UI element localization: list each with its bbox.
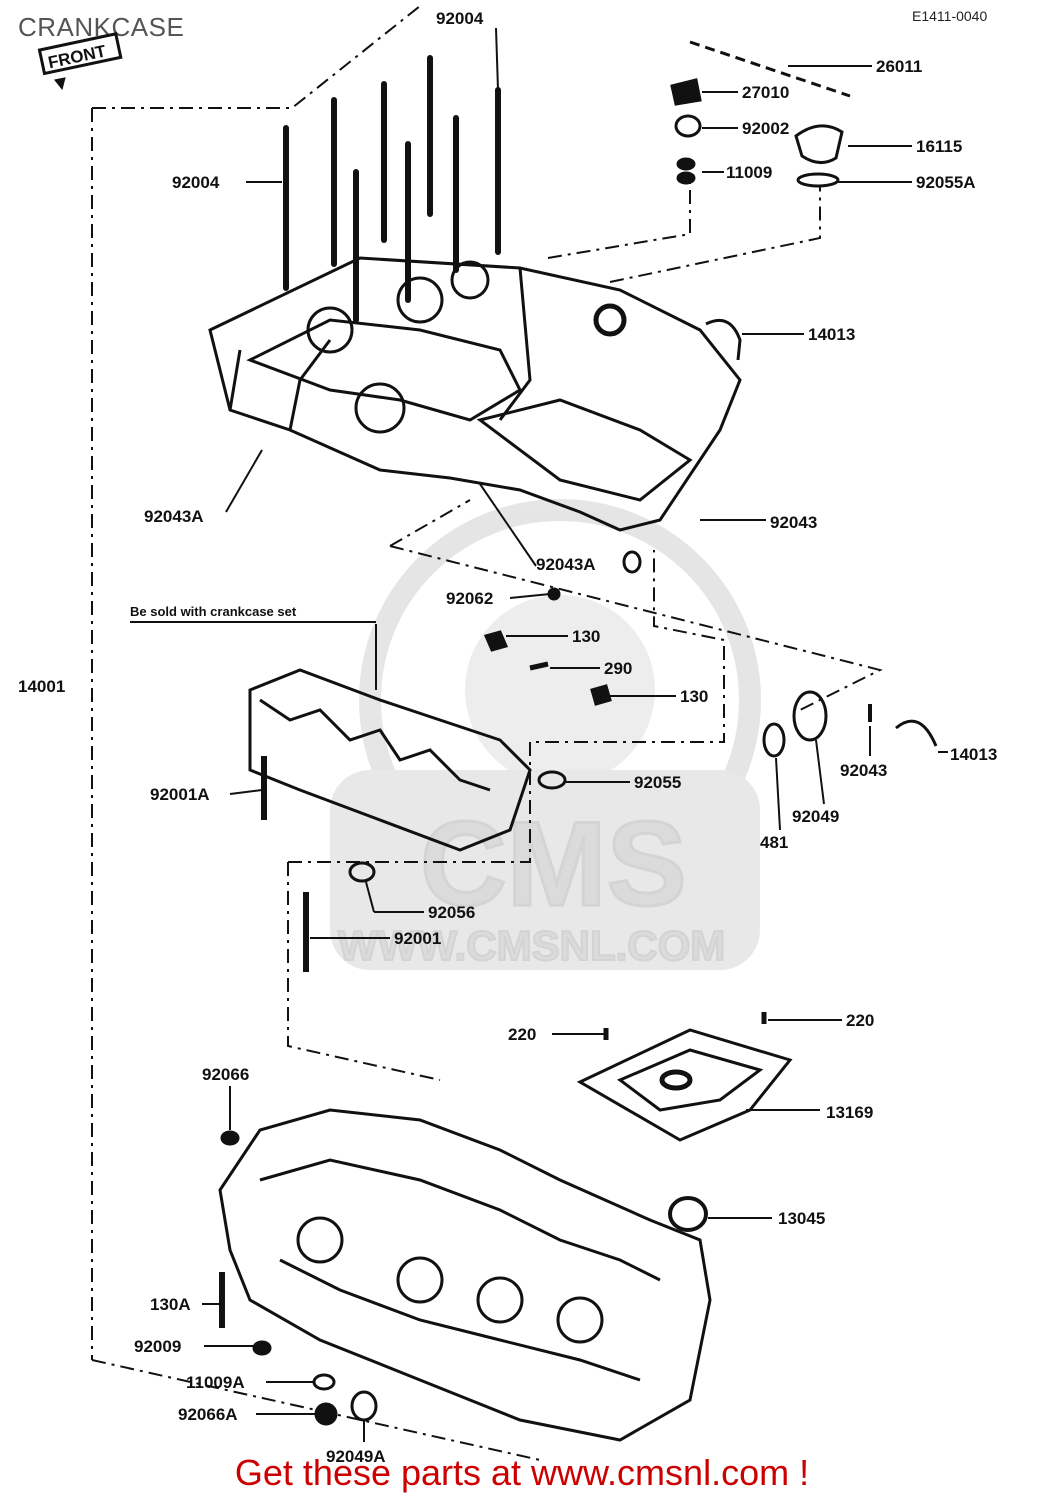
label-13169: 13169: [826, 1103, 873, 1122]
lower-crankcase: [218, 1108, 712, 1442]
assembly-outline-14001: [91, 5, 883, 1461]
footer-link[interactable]: Get these parts at www.cmsnl.com !: [234, 1452, 810, 1493]
label-14001: 14001: [18, 677, 65, 696]
label-92043A-left: 92043A: [144, 507, 204, 526]
label-92043A-mid: 92043A: [536, 555, 596, 574]
label-92001A: 92001A: [150, 785, 210, 804]
label-130-b: 130: [680, 687, 708, 706]
label-11009A: 11009A: [186, 1373, 245, 1392]
studs-92004: [283, 55, 501, 323]
watermark-url: WWW.CMSNL.COM: [338, 922, 725, 969]
label-92066A: 92066A: [178, 1405, 238, 1424]
label-92004-top: 92004: [436, 9, 484, 28]
label-27010: 27010: [742, 83, 789, 102]
crank-bearing-block: [248, 550, 642, 972]
small-parts-top: [670, 40, 851, 361]
label-26011: 26011: [876, 57, 922, 76]
watermark: CMS WWW.CMSNL.COM: [330, 499, 761, 970]
label-92049A: 92049A: [326, 1447, 386, 1466]
label-92055A: 92055A: [916, 173, 976, 192]
label-13045: 13045: [778, 1209, 825, 1228]
label-130A: 130A: [150, 1295, 191, 1314]
upper-crankcase: [208, 256, 742, 532]
label-92043-right: 92043: [770, 513, 817, 532]
label-481: 481: [760, 833, 788, 852]
diagram-code: E1411-0040: [912, 8, 988, 24]
label-92001: 92001: [394, 929, 441, 948]
label-92043-small: 92043: [840, 761, 887, 780]
watermark-brand: CMS: [420, 797, 687, 931]
part-labels: 92004 92004 26011 27010 92002 16115 1100…: [18, 9, 997, 1466]
label-92056: 92056: [428, 903, 475, 922]
label-92049: 92049: [792, 807, 839, 826]
leader-lines: [130, 27, 948, 1442]
label-92066: 92066: [202, 1065, 249, 1084]
label-92055: 92055: [634, 773, 681, 792]
label-92009: 92009: [134, 1337, 181, 1356]
label-92002: 92002: [742, 119, 789, 138]
label-14013-top: 14013: [808, 325, 855, 344]
label-92062: 92062: [446, 589, 493, 608]
label-220-left: 220: [508, 1025, 536, 1044]
cover-plate-13169: [576, 1012, 793, 1142]
seal-parts-right: [762, 690, 938, 758]
label-290: 290: [604, 659, 632, 678]
label-130-a: 130: [572, 627, 600, 646]
label-92004-left: 92004: [172, 173, 220, 192]
note-crankcase-set: Be sold with crankcase set: [130, 604, 297, 619]
label-11009: 11009: [726, 163, 772, 182]
label-14013-right: 14013: [950, 745, 997, 764]
label-220-right: 220: [846, 1011, 874, 1030]
label-16115: 16115: [916, 137, 962, 156]
front-marker: FRONT: [37, 32, 123, 91]
